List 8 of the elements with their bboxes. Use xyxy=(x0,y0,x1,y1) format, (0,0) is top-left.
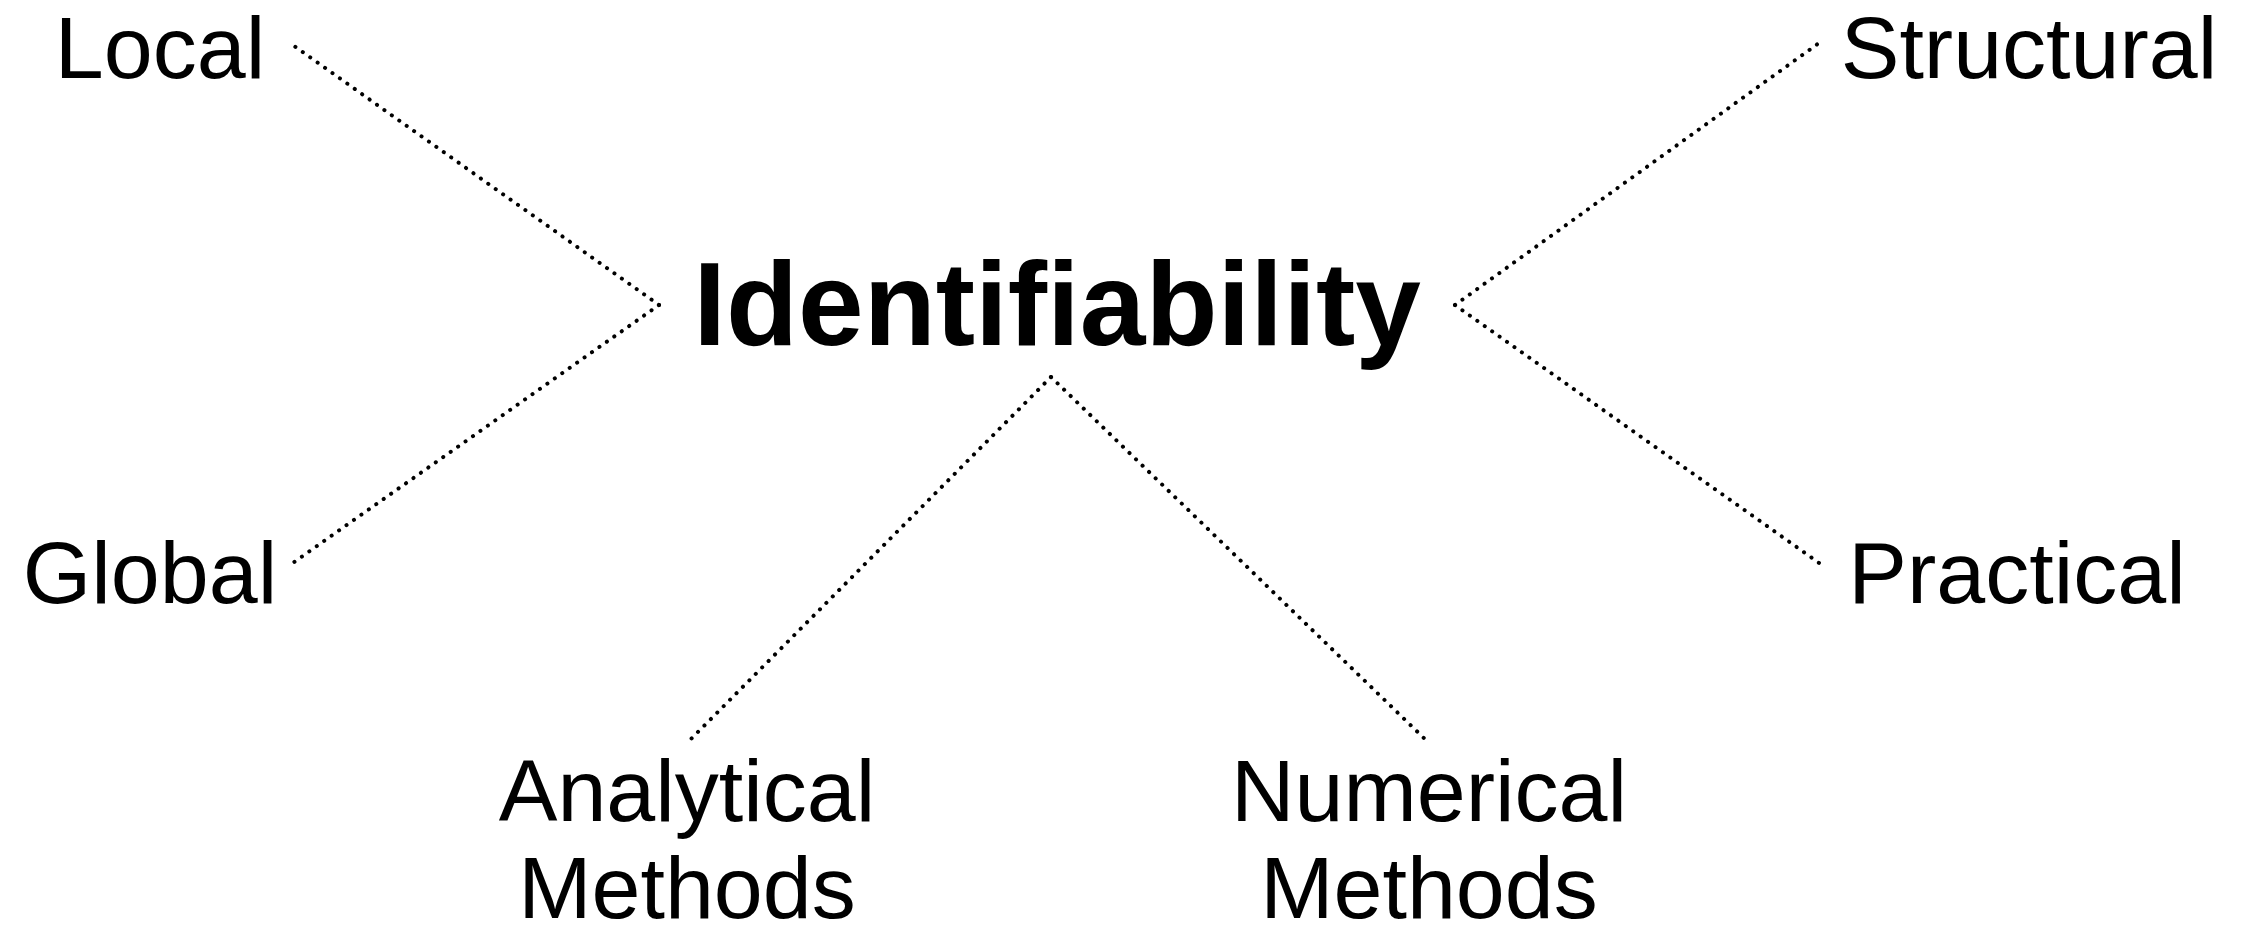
category-label: Structural xyxy=(1840,0,2218,97)
central-concept-label: Identifiability xyxy=(693,240,1421,370)
dotted-line xyxy=(1453,303,1824,567)
category-label: Analytical Methods xyxy=(497,743,877,937)
category-label: Numerical Methods xyxy=(1229,743,1629,937)
category-label: Practical xyxy=(1848,525,2186,622)
category-label: Global xyxy=(22,525,278,622)
category-label: Local xyxy=(54,0,266,97)
